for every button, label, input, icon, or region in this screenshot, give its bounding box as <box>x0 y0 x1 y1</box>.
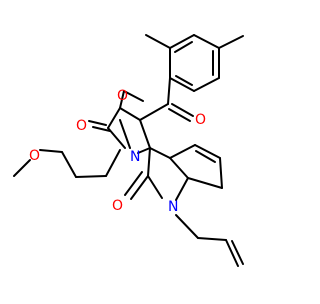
structure-svg: O O O O O N N <box>13 34 244 267</box>
molecule-diagram: O O O O O N N <box>13 34 244 267</box>
lactam-oxygen-top-label: O <box>76 118 87 134</box>
bond-lines <box>13 34 244 267</box>
lactam-oxygen-bottom-label: O <box>112 198 123 214</box>
atom-labels: O O O O O N N <box>29 88 206 215</box>
ring-oxygen-label: O <box>117 88 128 104</box>
pyrrolidone-nitrogen-label: N <box>130 149 140 165</box>
ether-oxygen-label: O <box>29 148 40 164</box>
ketone-oxygen-label: O <box>195 112 206 128</box>
indolinone-nitrogen-label: N <box>168 199 178 215</box>
